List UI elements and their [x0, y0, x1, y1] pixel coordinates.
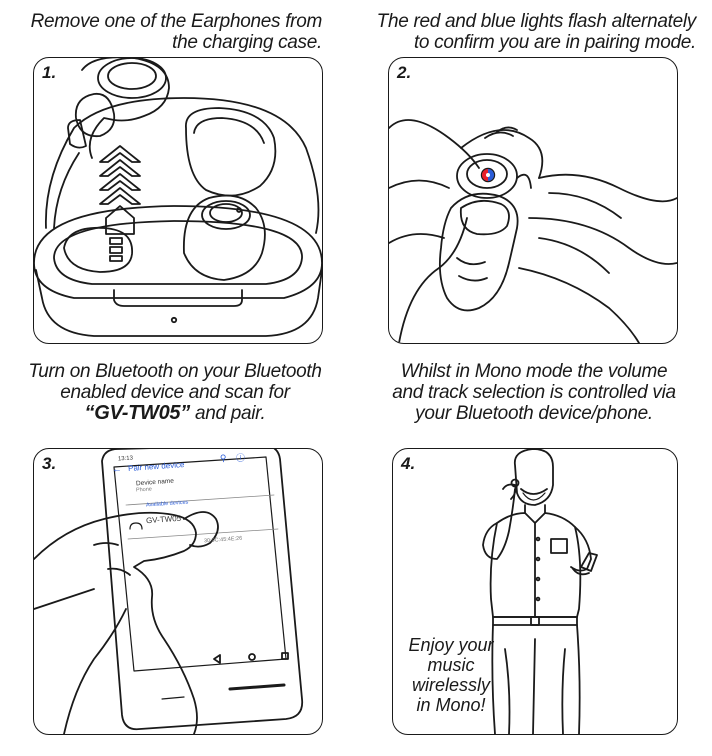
back-arrow-icon: ←: [111, 463, 123, 476]
step1-caption-line: Remove one of the Earphones from: [30, 11, 323, 32]
step2-number: 2.: [397, 63, 412, 82]
step2-caption-line: The red and blue lights flash alternatel…: [376, 11, 697, 32]
step2-caption: The red and blue lights flash alternatel…: [356, 11, 697, 53]
enjoy-line: music: [427, 655, 475, 675]
device-name-highlight: “GV-TW05”: [84, 402, 191, 424]
phone-hand-illustration: [34, 449, 304, 734]
enjoy-message: Enjoy your music wirelessly in Mono!: [399, 635, 503, 715]
step4-caption-line: and track selection is controlled via: [392, 382, 676, 403]
step3-caption: Turn on Bluetooth on your Bluetooth enab…: [10, 361, 340, 424]
step1-caption-line: the charging case.: [172, 32, 322, 53]
step3-panel: 3. 13:13 ← Pair new device ⚲ ⓘ Device na…: [33, 448, 323, 735]
step4-panel: 4. Enjoy your music: [392, 448, 678, 735]
led-red-half: [482, 169, 488, 181]
step1-number: 1.: [42, 63, 57, 82]
step2-caption-line: to confirm you are in pairing mode.: [413, 32, 696, 53]
step1-panel: 1.: [33, 57, 323, 344]
step3-caption-tail: and pair.: [189, 403, 266, 424]
step4-caption-line: Whilst in Mono mode the volume: [400, 361, 668, 382]
step3-caption-line: Turn on Bluetooth on your Bluetooth: [28, 361, 322, 382]
finger-press-illustration: [389, 119, 677, 343]
charging-case-illustration: [34, 58, 322, 337]
step4-number: 4.: [401, 454, 416, 473]
enjoy-line: in Mono!: [416, 695, 486, 715]
enjoy-line: Enjoy your: [408, 635, 494, 655]
enjoy-line: wirelessly: [411, 675, 490, 695]
device-name-value: Phone: [135, 486, 153, 494]
step3-caption-line: enabled device and scan for: [60, 382, 290, 403]
phone-status-time: 13:13: [117, 455, 134, 463]
step2-panel: 2.: [388, 57, 678, 344]
help-icon: ⓘ: [235, 452, 246, 464]
step3-caption-line-3: “GV-TW05” and pair.: [10, 402, 340, 425]
step4-caption-line: your Bluetooth device/phone.: [415, 403, 653, 424]
step1-caption: Remove one of the Earphones from the cha…: [20, 11, 323, 53]
man-listening-illustration: [482, 449, 598, 734]
step4-caption: Whilst in Mono mode the volume and track…: [372, 361, 696, 424]
search-icon: ⚲: [219, 452, 227, 464]
led-indicator: [480, 167, 496, 183]
step3-number: 3.: [42, 454, 57, 473]
led-blue-half: [488, 169, 494, 181]
